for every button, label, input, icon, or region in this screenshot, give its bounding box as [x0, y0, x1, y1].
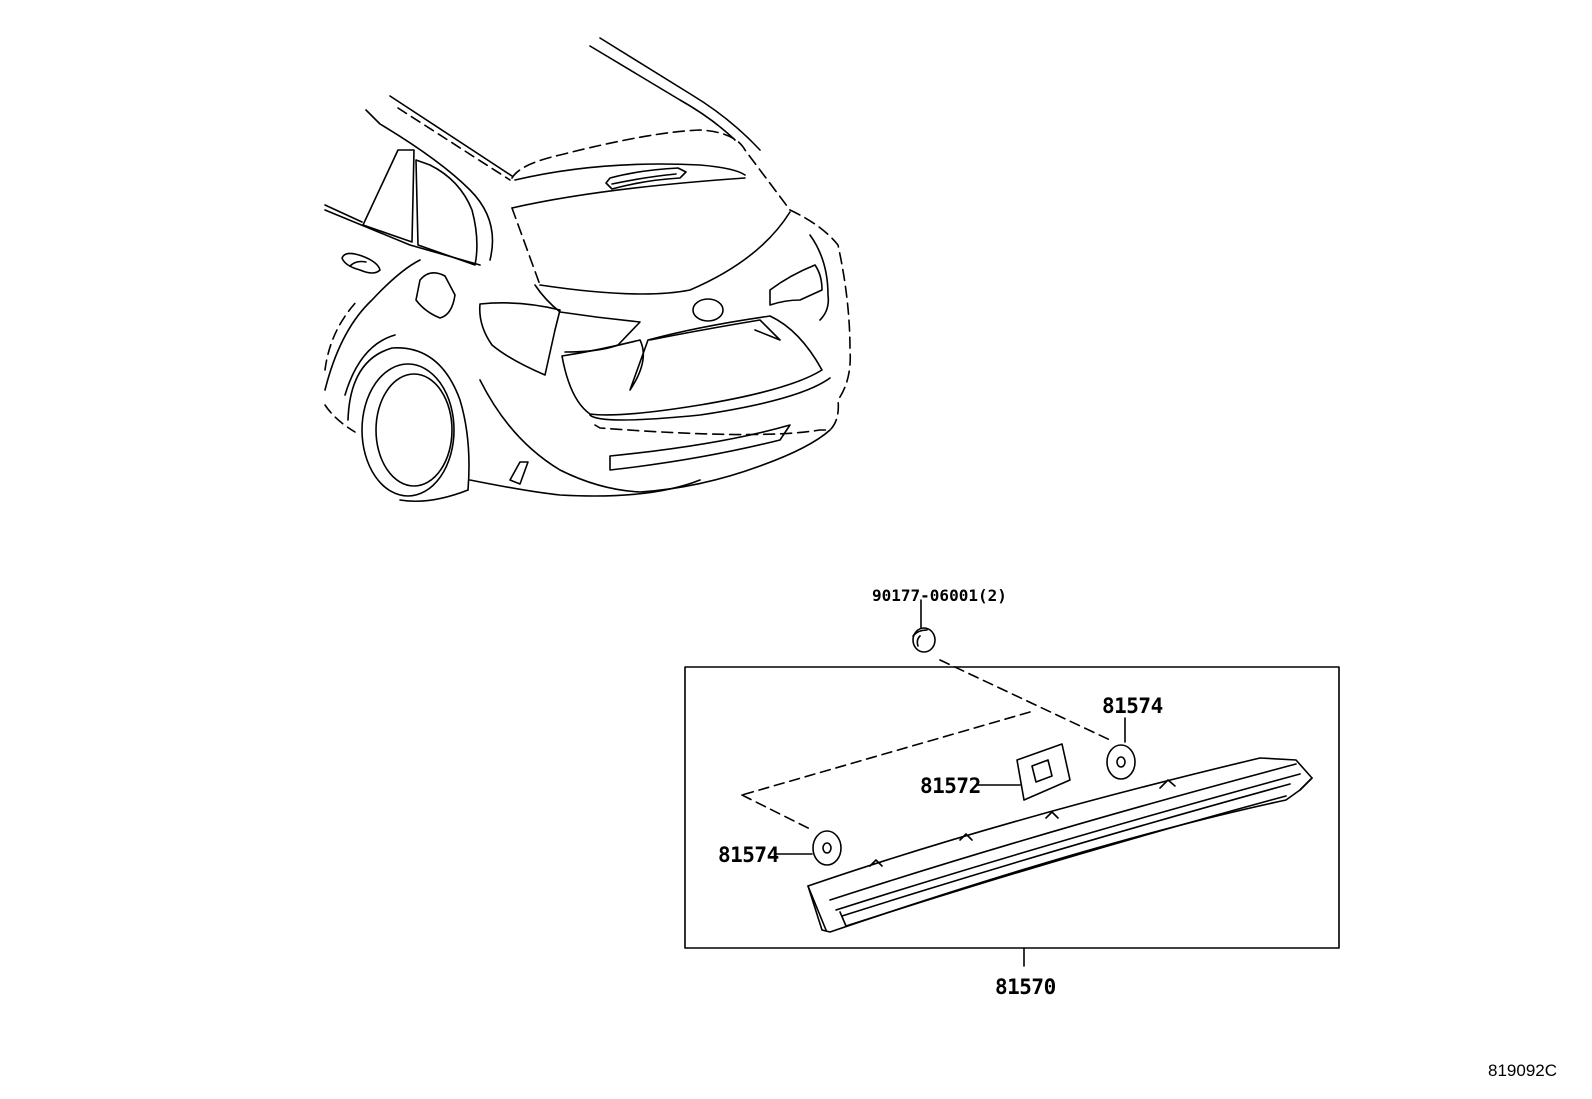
rear-glass-left	[511, 207, 541, 286]
roof-to-hatch	[365, 109, 494, 261]
garnish-line	[649, 319, 781, 341]
door-handle	[341, 252, 381, 274]
car-stop-lamp-inner	[611, 173, 677, 185]
side-belt-line	[324, 204, 363, 223]
roof-rail-line-inner	[589, 45, 736, 141]
rear-emblem	[692, 298, 724, 322]
callout-gasket: 81572	[920, 774, 981, 798]
callout-bolt: 90177-06001(2)	[872, 586, 1007, 605]
rear-wheel-inner	[375, 373, 453, 487]
callout-cushion-upper: 81574	[1102, 694, 1163, 718]
reflector	[509, 461, 529, 485]
stop-lamp-assembly	[807, 757, 1313, 933]
install-line-bolt	[939, 659, 1111, 741]
callout-lamp-assembly: 81570	[995, 975, 1056, 999]
cushion-lower-icon	[812, 830, 842, 866]
rear-bumper-body	[479, 379, 831, 493]
tail-lamp-right	[769, 264, 823, 306]
side-window-frame	[324, 209, 481, 266]
rear-bumper-top	[589, 377, 831, 421]
spoiler-lower	[511, 177, 746, 209]
wheel-arch-lower	[399, 489, 469, 503]
bolt-icon	[912, 627, 936, 653]
vehicle-illustration	[324, 37, 852, 503]
rear-bumper-lower	[469, 479, 701, 497]
side-window-quarter	[415, 159, 478, 266]
quarter-panel	[324, 259, 421, 391]
cushion-upper-icon	[1106, 744, 1136, 780]
side-window-rear	[362, 149, 415, 243]
parts-detail	[684, 599, 1340, 967]
fuel-door	[415, 272, 456, 319]
body-side-dashed	[324, 299, 359, 371]
tail-lamp-left	[478, 302, 561, 376]
tail-lamp-left-inner	[534, 284, 641, 353]
rear-glass-bottom	[539, 211, 791, 295]
roof-rail-line	[599, 37, 761, 151]
door-handle-recess	[349, 260, 367, 267]
tail-lamp-right-edge	[809, 234, 830, 321]
body-lower-dashed	[324, 404, 356, 433]
install-line-lower	[741, 794, 813, 831]
roof-edge-dashed	[397, 107, 511, 181]
spoiler-top	[514, 163, 746, 181]
bumper-diffuser	[609, 424, 791, 471]
assembly-frame	[684, 666, 1340, 949]
rear-fender-top	[344, 334, 396, 396]
wheel-arch	[347, 347, 470, 491]
gasket-icon	[1016, 743, 1071, 801]
license-recess	[561, 315, 823, 416]
roof-edge-front	[389, 95, 513, 177]
hatch-outline	[511, 129, 852, 436]
callout-cushion-lower: 81574	[718, 843, 779, 867]
figure-id: 819092C	[1488, 1061, 1558, 1080]
rear-wheel	[361, 363, 455, 497]
install-line-upper	[741, 711, 1031, 796]
